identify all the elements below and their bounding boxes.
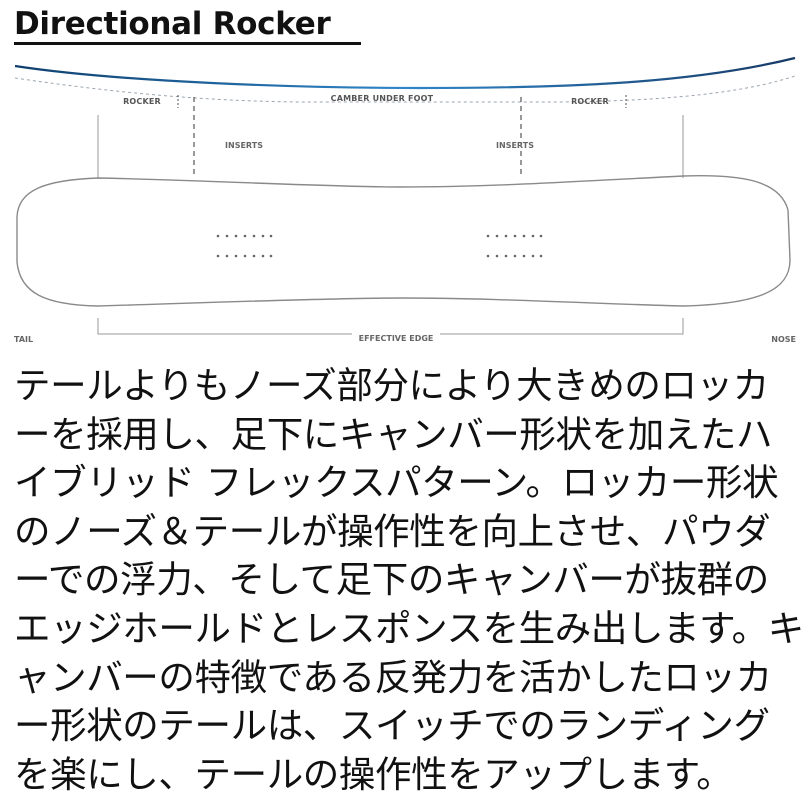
inserts-left (216, 234, 273, 258)
title-underline (14, 42, 361, 45)
board-outline (16, 174, 791, 307)
effective-edge-label: EFFECTIVE EDGE (359, 334, 434, 343)
inserts-label-left: INSERTS (225, 141, 263, 150)
rocker-nose-label: ROCKER (571, 97, 609, 106)
profile-line (14, 56, 796, 90)
board-diagram: ROCKER CAMBER UNDER FOOT ROCKER INSERTS … (14, 56, 796, 344)
inserts-right (486, 234, 543, 258)
camber-label: CAMBER UNDER FOOT (331, 94, 434, 103)
inserts-label-right: INSERTS (496, 141, 534, 150)
tail-label: TAIL (14, 335, 33, 344)
description-text: テールよりもノーズ部分により大きめのロッカーを採用し、足下にキャンバー形状を加え… (14, 364, 804, 796)
rocker-tail-label: ROCKER (123, 97, 161, 106)
page-title: Directional Rocker (14, 6, 331, 42)
nose-label: NOSE (771, 335, 796, 344)
